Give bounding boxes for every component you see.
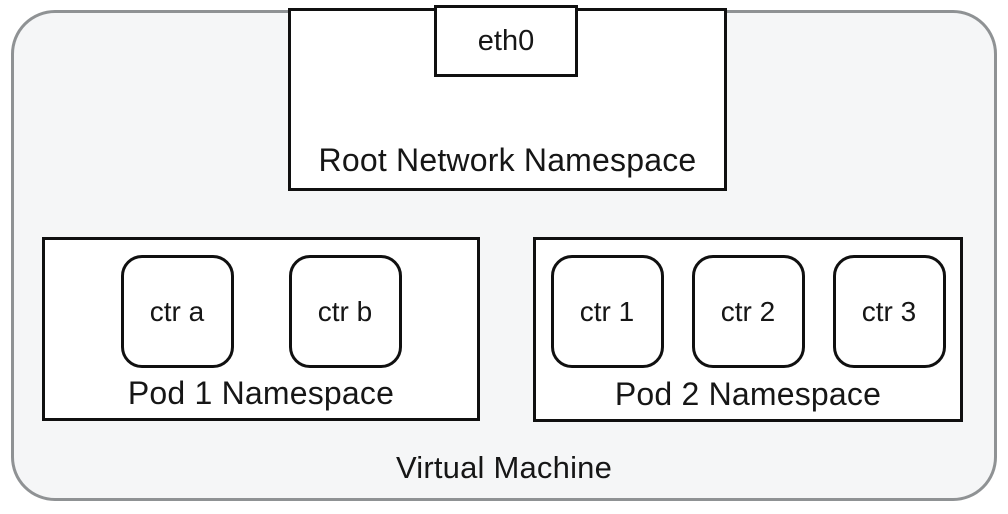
eth0-interface-box: eth0 <box>434 5 578 77</box>
virtual-machine-label: Virtual Machine <box>395 450 613 485</box>
container-box-ctr-2: ctr 2 <box>691 255 805 368</box>
ctr-1-label: ctr 1 <box>579 295 635 327</box>
pod-1-container-row: ctr a ctr b <box>120 255 402 368</box>
container-box-ctr-3: ctr 3 <box>832 255 946 368</box>
container-box-ctr-a: ctr a <box>120 255 234 368</box>
container-box-ctr-1: ctr 1 <box>550 255 664 368</box>
pod-2-namespace-box: ctr 1 ctr 2 ctr 3 Pod 2 Namespace <box>533 237 963 422</box>
pod-1-namespace-label: Pod 1 Namespace <box>127 375 395 411</box>
ctr-2-label: ctr 2 <box>720 295 776 327</box>
pod-2-namespace-label: Pod 2 Namespace <box>614 376 882 412</box>
ctr-b-label: ctr b <box>317 295 373 327</box>
pod-1-namespace-box: ctr a ctr b Pod 1 Namespace <box>42 237 480 421</box>
pod-2-container-row: ctr 1 ctr 2 ctr 3 <box>550 255 946 368</box>
container-box-ctr-b: ctr b <box>288 255 402 368</box>
ctr-a-label: ctr a <box>149 295 205 327</box>
ctr-3-label: ctr 3 <box>861 295 917 327</box>
eth0-label: eth0 <box>477 24 535 57</box>
root-network-namespace-label: Root Network Namespace <box>318 142 697 178</box>
